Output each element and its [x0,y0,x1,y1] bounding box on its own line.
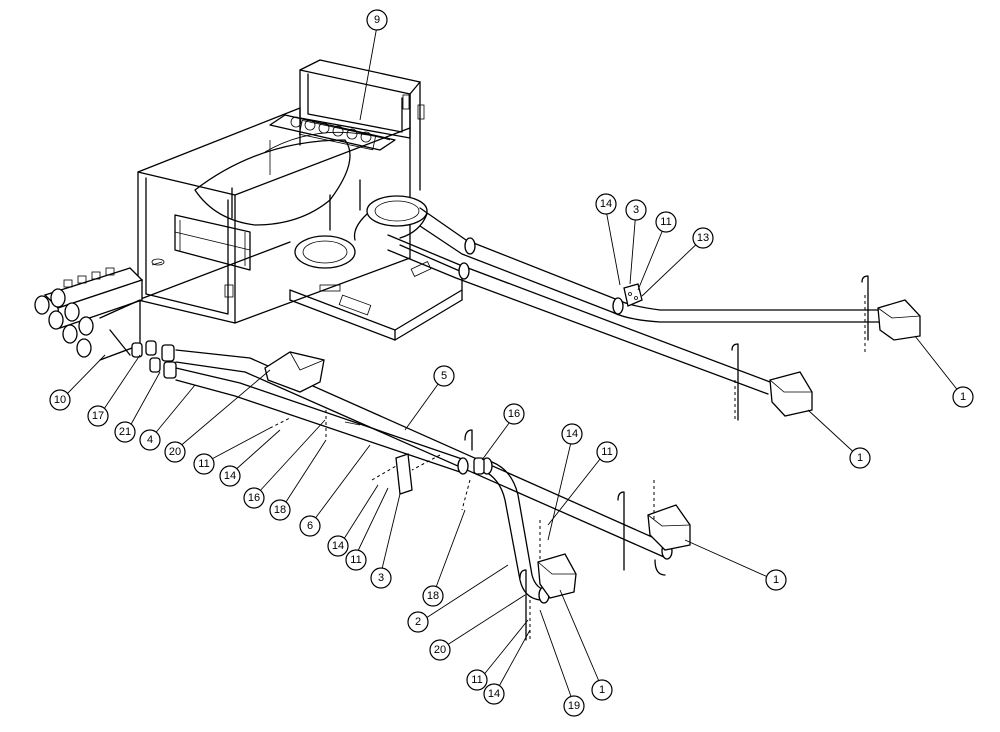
callout-5: 5 [433,365,455,387]
callout-6: 6 [299,515,321,537]
callout-16: 16 [503,403,525,425]
callout-5-label: 5 [441,370,447,382]
callout-14: 14 [595,193,617,215]
callout-20: 20 [164,441,186,463]
callout-2-label: 2 [415,616,421,628]
callout-11-label: 11 [198,458,209,470]
callout-20-label: 20 [434,644,446,656]
callout-17-label: 17 [92,410,104,422]
callout-11-label: 11 [471,674,482,686]
callout-14-label: 14 [600,198,612,210]
callout-21: 21 [114,421,136,443]
callout-17: 17 [87,405,109,427]
callout-14-label: 14 [224,470,236,482]
callout-13-label: 13 [697,232,709,244]
callout-1: 1 [849,447,871,469]
callout-1-label: 1 [960,391,966,403]
callout-1-label: 1 [857,452,863,464]
callout-20-label: 20 [169,446,181,458]
callout-16-label: 16 [508,408,520,420]
callout-19-label: 19 [568,700,580,712]
callout-9: 9 [366,9,388,31]
upper-delivery-tubes [387,207,921,422]
callout-6-label: 6 [307,520,313,532]
callout-11: 11 [596,441,618,463]
callout-3: 3 [625,199,647,221]
callout-4: 4 [139,429,161,451]
hopper-frame-assembly [137,59,463,341]
callout-20: 20 [429,639,451,661]
callout-13: 13 [692,227,714,249]
callout-16: 16 [243,487,265,509]
lower-delivery-tubes [175,349,691,641]
callout-9-label: 9 [374,14,380,26]
callout-10: 10 [49,389,71,411]
callout-11: 11 [655,211,677,233]
callout-11-label: 11 [350,554,361,566]
callout-18-label: 18 [274,504,286,516]
callout-1-label: 1 [773,574,779,586]
callout-18-label: 18 [427,590,439,602]
callout-11: 11 [345,549,367,571]
callouts: 9 14 3 11 13 1 1 10 17 21 4 20 11 14 16 … [49,9,974,717]
callout-14: 14 [483,683,505,705]
callout-10-label: 10 [54,394,66,406]
callout-11-label: 11 [660,216,671,228]
callout-11: 11 [466,669,488,691]
callout-1: 1 [765,569,787,591]
callout-14: 14 [219,465,241,487]
callout-2: 2 [407,611,429,633]
callout-18: 18 [422,585,444,607]
callout-14-label: 14 [566,428,578,440]
callout-3: 3 [370,567,392,589]
callout-21-label: 21 [119,426,131,438]
leader-lines [65,25,964,703]
callout-3-label: 3 [378,572,384,584]
callout-14-label: 14 [332,540,344,552]
callout-14-label: 14 [488,688,500,700]
callout-19: 19 [563,695,585,717]
callout-1-label: 1 [599,684,605,696]
callout-1: 1 [591,679,613,701]
callout-16-label: 16 [248,492,260,504]
tube-couplers [131,340,177,379]
callout-18: 18 [269,499,291,521]
air-manifold [34,267,144,361]
callout-4-label: 4 [147,434,153,446]
callout-11: 11 [193,453,215,475]
callout-11-label: 11 [601,446,612,458]
callout-14: 14 [561,423,583,445]
callout-14: 14 [327,535,349,557]
callout-3-label: 3 [633,204,639,216]
callout-1: 1 [952,386,974,408]
